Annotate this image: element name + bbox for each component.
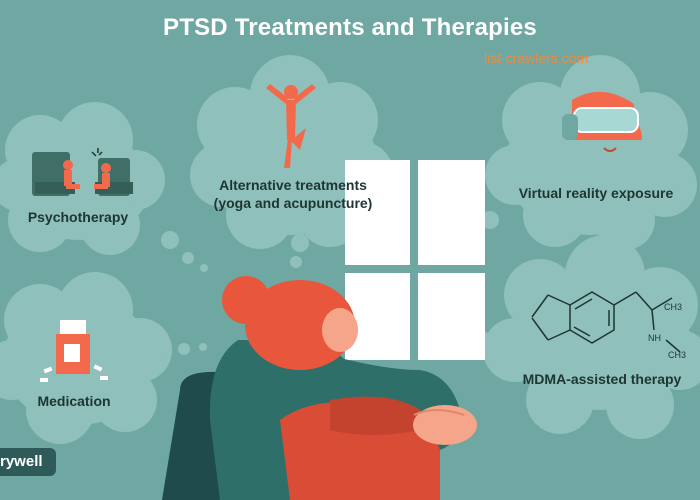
mdma-bubble — [483, 235, 700, 439]
psychotherapy-icon — [32, 148, 133, 196]
molecule-ch3-top: CH3 — [664, 302, 683, 312]
medication-label: Medication — [37, 393, 111, 409]
brand-logo: rywell — [0, 448, 56, 476]
alternative-treatments-line1: Alternative treatments — [219, 177, 367, 193]
thought-bubbles — [0, 55, 700, 444]
molecule-ch3-bottom: CH3 — [668, 350, 687, 360]
person-illustration — [161, 276, 477, 500]
page-title: PTSD Treatments and Therapies — [163, 14, 537, 41]
psychotherapy-bubble — [0, 102, 165, 255]
virtual-reality-label: Virtual reality exposure — [518, 185, 674, 201]
yoga-icon — [266, 84, 316, 168]
alternative-bubble — [190, 55, 394, 249]
pill-bottle-icon — [40, 320, 108, 382]
window — [345, 160, 485, 360]
psychotherapy-label: Psychotherapy — [27, 209, 129, 225]
mdma-molecule-icon — [531, 291, 681, 353]
alternative-treatments-line2: (yoga and acupuncture) — [213, 195, 373, 211]
vr-headset-icon — [562, 91, 642, 180]
watermark-text: list-crawlers.com — [484, 50, 589, 66]
mdma-label: MDMA-assisted therapy — [522, 371, 682, 387]
alternative-treatments-label: Alternative treatments (yoga and acupunc… — [198, 176, 388, 212]
medication-bubble — [0, 272, 172, 444]
molecule-nh: NH — [648, 333, 661, 343]
